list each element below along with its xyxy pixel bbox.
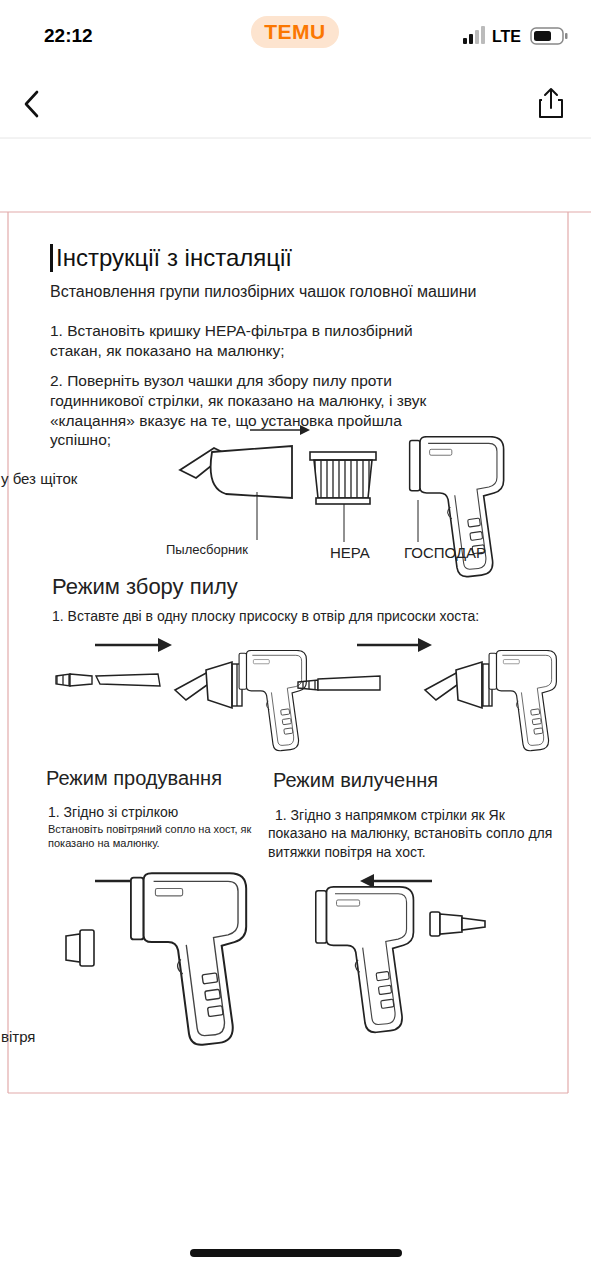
step-text: 1. Згідно з напрямком стрілки як Як пока… xyxy=(268,806,560,861)
part-label: ГОСПОДАР xyxy=(404,544,486,563)
section-heading: Режим продування xyxy=(46,766,222,791)
badge-text: TEMU xyxy=(264,20,326,44)
step-note: Встановіть повітряний сопло на хост, як … xyxy=(48,822,253,851)
step-text: 1. Згідно зі стрілкою xyxy=(48,804,178,822)
brand-badge: TEMU xyxy=(251,16,339,48)
part-label: Пылесборник xyxy=(166,542,248,558)
status-time: 22:12 xyxy=(44,24,93,48)
title: Інструкції з інсталяції xyxy=(56,243,292,273)
step-text: 1. Вставте дві в одну плоску присоску в … xyxy=(52,608,479,626)
title-cursor xyxy=(50,244,53,272)
part-label: HEPA xyxy=(330,544,370,563)
step-text: 2. Поверніть вузол чашки для збору пилу … xyxy=(50,371,440,450)
cut-text: у без щіток xyxy=(1,470,77,489)
network-label: LTE xyxy=(492,27,521,47)
cut-text: вітря xyxy=(1,1028,35,1047)
section-heading: Режим вилучення xyxy=(273,768,438,793)
subtitle: Встановлення групи пилозбірних чашок гол… xyxy=(50,282,476,302)
step-text: 1. Встановіть кришку HEPA-фільтра в пило… xyxy=(50,321,460,361)
section-heading: Режим збору пилу xyxy=(52,573,238,601)
